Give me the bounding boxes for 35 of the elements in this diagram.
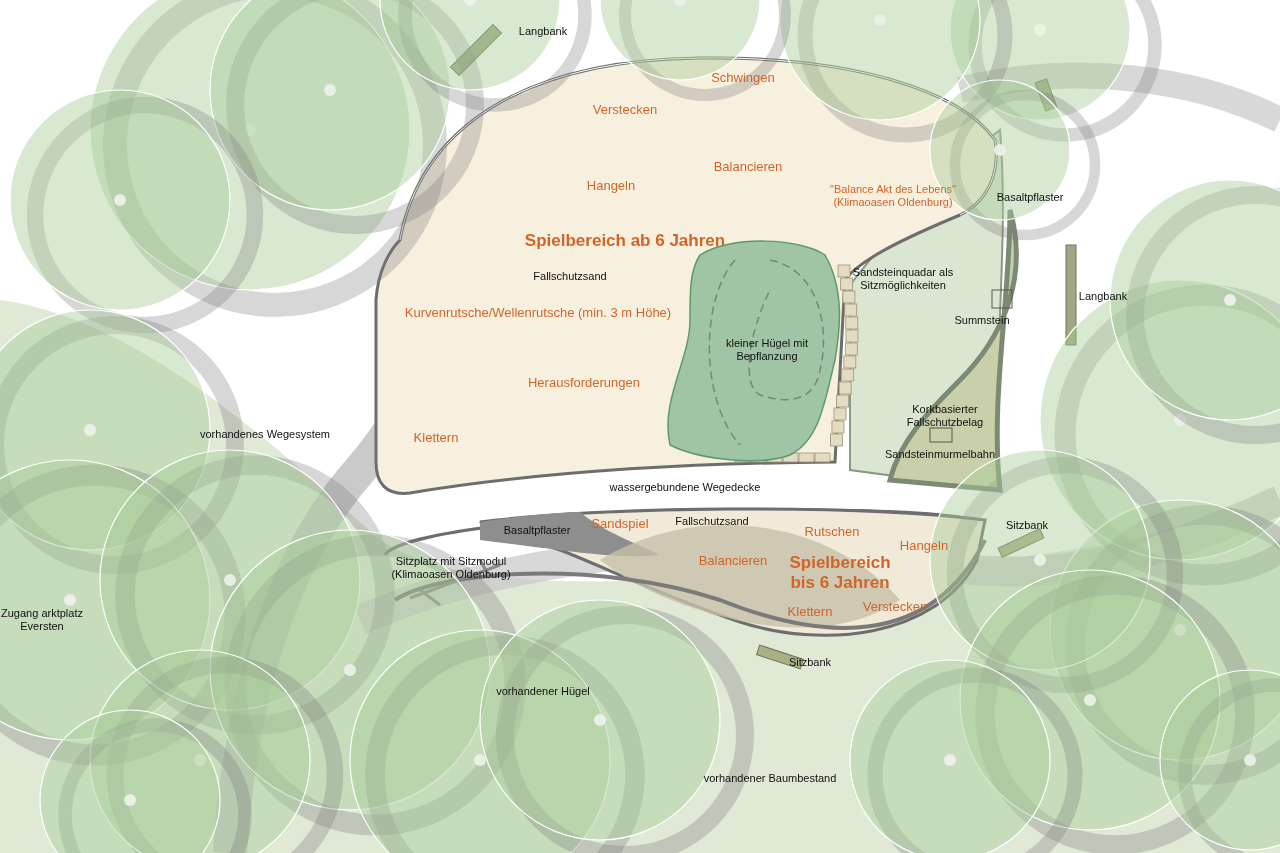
- plan-label: Korkbasierter Fallschutzbelag: [905, 402, 985, 430]
- plan-label: Herausforderungen: [528, 375, 640, 391]
- plan-label: kleiner Hügel mit Bepflanzung: [725, 336, 809, 364]
- plan-label: "Balance Akt des Lebens" (Klimaoasen Oldenburg): [829, 182, 957, 210]
- plan-label: Verstecken: [592, 102, 658, 118]
- plan-label: vorhandener Hügel: [496, 685, 590, 699]
- area-title: Spielbereich ab 6 Jahren: [524, 230, 726, 252]
- plan-label: Balancieren: [698, 553, 768, 569]
- plan-label: Verstecken: [862, 599, 928, 615]
- plan-label: Kurvenrutsche/Wellenrutsche (min. 3 m Höhe): [404, 305, 672, 321]
- plan-label: wassergebundene Wegedecke: [609, 481, 761, 495]
- plan-label: Hangeln: [586, 178, 636, 194]
- plan-label: Langbank: [518, 25, 568, 39]
- plan-label: Fallschutzsand: [675, 515, 749, 529]
- plan-label: Hangeln: [899, 538, 949, 554]
- plan-label: Sitzplatz mit Sitzmodul (Klimaoasen Oldenburg): [390, 554, 512, 582]
- plan-label: Klettern: [787, 604, 833, 620]
- plan-label: Summstein: [954, 314, 1010, 328]
- area-title: Spielbereich bis 6 Jahren: [788, 552, 892, 594]
- plan-label: Balancieren: [713, 159, 783, 175]
- plan-label: Sandsteinmurmelbahn: [884, 448, 996, 462]
- plan-label: Langbank: [1078, 290, 1128, 304]
- plan-label: Sandspiel: [591, 516, 649, 532]
- plan-label: Fallschutzsand: [533, 270, 607, 284]
- plan-label: Klettern: [413, 430, 459, 446]
- plan-label: Schwingen: [711, 70, 775, 86]
- plan-label: Zugang arktplatz Eversten: [0, 606, 84, 634]
- plan-label: Sandsteinquadar als Sitzmöglichkeiten: [851, 265, 955, 293]
- plan-label: Basaltpflaster: [503, 524, 571, 538]
- plan-label: Rutschen: [804, 524, 860, 540]
- plan-label: Basaltpflaster: [996, 191, 1064, 205]
- plan-label: Sitzbank: [788, 656, 832, 670]
- plan-label: Sitzbank: [1005, 519, 1049, 533]
- plan-label: vorhandener Baumbestand: [703, 772, 837, 786]
- plan-label: vorhandenes Wegesystem: [200, 428, 330, 442]
